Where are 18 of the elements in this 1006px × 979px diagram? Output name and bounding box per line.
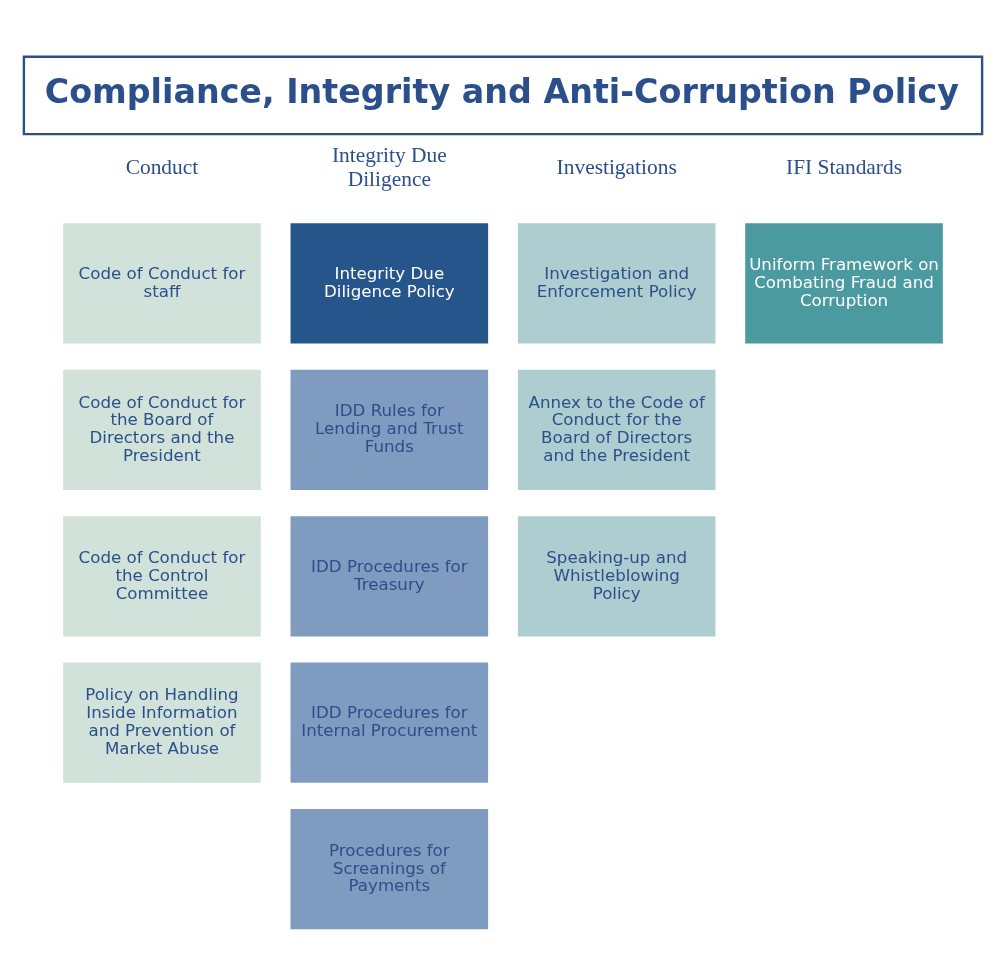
node-box: Uniform Framework on Combating Fraud and Corruption <box>745 222 943 344</box>
node-box: Integrity Due Diligence Policy <box>290 222 489 344</box>
node-box: Code of Conduct for the Control Committee <box>63 515 261 636</box>
label: Investigations <box>556 154 677 179</box>
node-box: Speaking-up and Whistleblowing Policy <box>517 515 716 636</box>
diagram-title: Compliance, Integrity and Anti-Corruption Policy <box>44 71 959 111</box>
node-box: Code of Conduct for the Board of Directors and the President <box>63 369 261 490</box>
node-box: Policy on Handling Inside Information and Prevention of Market Abuse <box>63 662 261 783</box>
node-box: IDD Procedures for Internal Procurement <box>290 662 489 783</box>
node-box: Investigation and Enforcement Policy <box>517 222 716 344</box>
node-box: IDD Rules for Lending and Trust Funds <box>290 369 489 490</box>
label: Integrity Due Diligence <box>331 142 447 191</box>
node-box: Annex to the Code of Conduct for the Board of Directors and the President <box>517 369 716 490</box>
node-box: Code of Conduct for staff <box>63 222 261 344</box>
label: IFI Standards <box>786 154 902 179</box>
label: Conduct <box>125 154 199 179</box>
node-box: IDD Procedures for Treasury <box>290 515 489 636</box>
node-box: Procedures for Screanings of Payments <box>290 808 489 929</box>
